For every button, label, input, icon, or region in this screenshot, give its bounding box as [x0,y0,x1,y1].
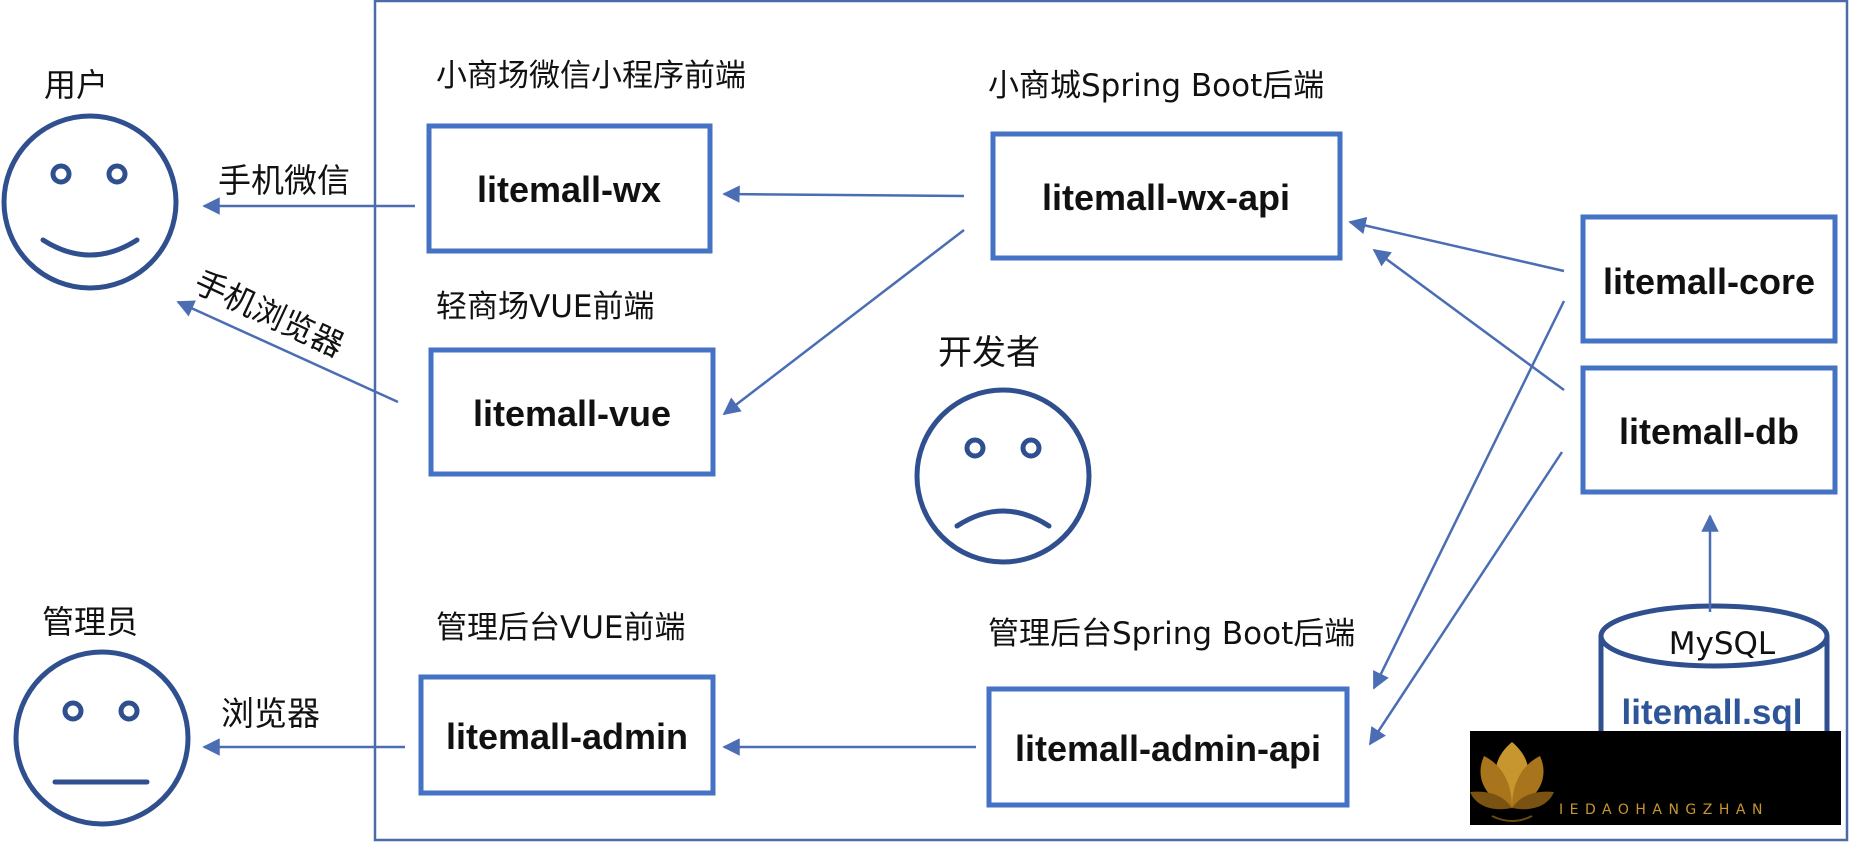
svg-text:litemall-wx-api: litemall-wx-api [1042,177,1290,218]
edge-label-wechat: 手机微信 [218,161,350,200]
module-litemall-wx-api: litemall-wx-api [990,131,1343,261]
svg-text:litemall-db: litemall-db [1619,411,1799,452]
section-vue-frontend: 轻商场VUE前端 [436,289,654,325]
database-cylinder: MySQL litemall.sql [1598,603,1830,759]
arrow-core-to-wxapi [1348,216,1565,273]
edge-label-mobile-browser: 手机浏览器 [189,263,350,365]
arrow-db-to-wxapi [1372,248,1565,392]
arrow-vue-to-user [176,300,399,404]
watermark-text: IEDAOHANGZHAN [1559,802,1769,818]
module-litemall-db: litemall-db [1580,365,1838,495]
watermark-banner: IEDAOHANGZHAN [1470,731,1841,825]
lotus-logo-icon [1470,742,1554,822]
module-litemall-admin-api: litemall-admin-api [986,686,1350,808]
module-litemall-wx: litemall-wx [426,123,713,254]
arrow-db-to-adminapi [1368,451,1564,746]
svg-text:litemall-admin-api: litemall-admin-api [1015,728,1321,769]
actor-developer-label: 开发者 [938,333,1040,373]
database-engine-label: MySQL [1669,626,1776,662]
arrow-wxapi-to-vue [722,229,965,416]
section-wx-frontend: 小商场微信小程序前端 [436,58,746,94]
actor-admin-label: 管理员 [42,603,138,641]
section-admin-frontend: 管理后台VUE前端 [436,610,685,646]
admin-neutral-face-icon [13,649,191,827]
edge-label-browser: 浏览器 [221,694,320,733]
system-frame [373,0,1849,842]
svg-text:litemall-wx: litemall-wx [477,169,661,210]
module-litemall-admin: litemall-admin [418,674,716,796]
section-wx-backend: 小商城Spring Boot后端 [988,68,1324,104]
svg-text:litemall-admin: litemall-admin [446,716,688,757]
arrow-core-to-adminapi [1372,300,1566,690]
developer-sad-face-icon [914,387,1092,565]
svg-text:litemall-vue: litemall-vue [473,393,671,434]
arrow-wxapi-to-wx [722,185,965,203]
database-file-label: litemall.sql [1622,693,1803,732]
user-happy-face-icon [1,113,179,291]
module-litemall-core: litemall-core [1580,214,1838,344]
svg-text:litemall-core: litemall-core [1603,261,1815,302]
module-litemall-vue: litemall-vue [428,347,716,477]
section-admin-backend: 管理后台Spring Boot后端 [988,616,1355,652]
actor-user-label: 用户 [44,66,108,104]
